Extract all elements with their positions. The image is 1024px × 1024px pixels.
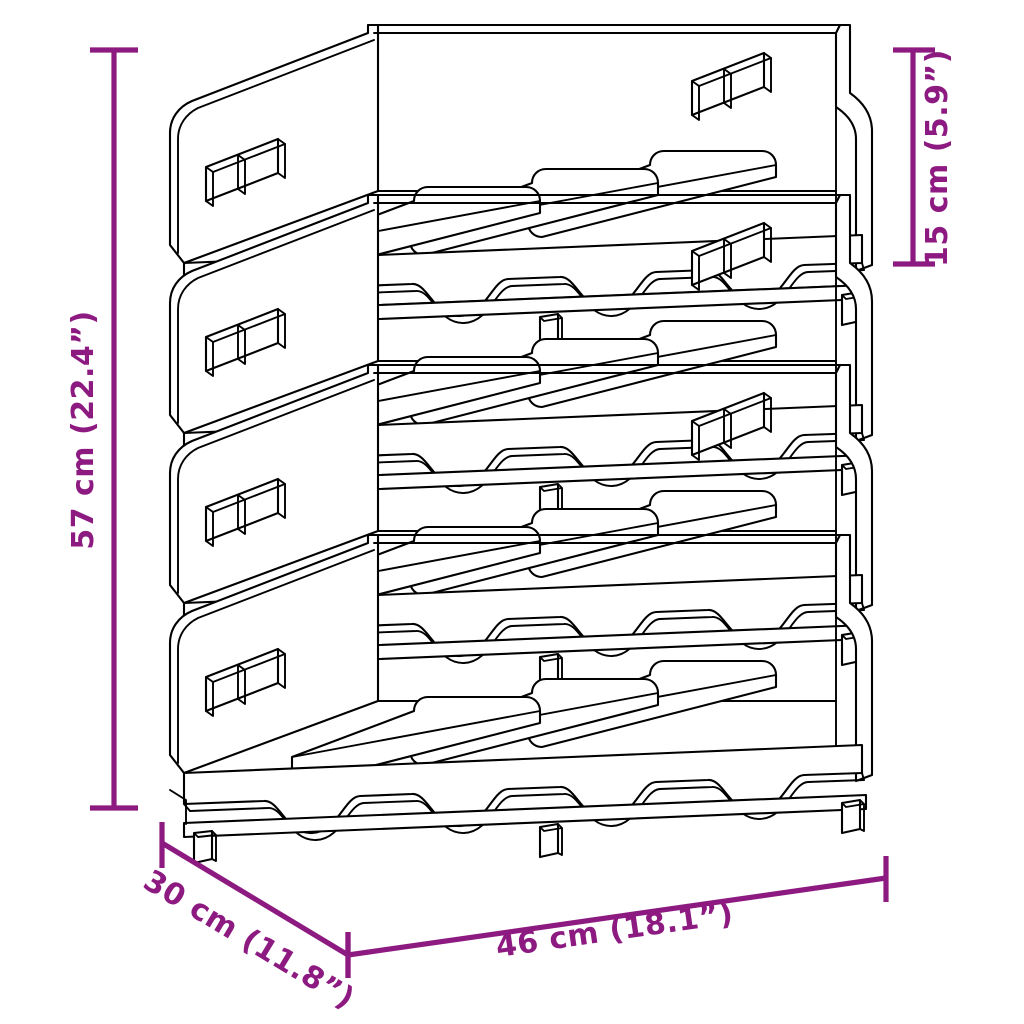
handle-cutout-right-3: [690, 391, 772, 461]
handle-cutout-left-3: [204, 477, 286, 547]
dimension-tier-height: 15 cm (5.9”): [893, 47, 955, 267]
height-dimension-label: 57 cm (22.4”): [66, 310, 101, 549]
dimension-height: 57 cm (22.4”): [66, 47, 138, 811]
dimension-width: 46 cm (18.1”): [345, 856, 889, 978]
foot-back-right: [840, 798, 865, 835]
handle-cutout-right-1: [690, 51, 772, 121]
dimension-depth: 30 cm (11.8”): [137, 822, 360, 1016]
width-dimension-label: 46 cm (18.1”): [494, 896, 736, 965]
width-dimension-line: [347, 875, 887, 958]
tier-module-4: [168, 533, 874, 865]
handle-cutout-left-2: [204, 307, 286, 377]
foot-front-right: [538, 822, 563, 859]
tier-height-dimension-label: 15 cm (5.9”): [920, 49, 955, 267]
handle-cutout-right-2: [690, 221, 772, 291]
depth-dimension-line: [160, 840, 350, 958]
handle-cutout-left-4: [204, 647, 286, 717]
foot-front-left: [192, 829, 217, 865]
product-illustration: [168, 23, 874, 865]
handle-cutout-left-1: [204, 137, 286, 207]
